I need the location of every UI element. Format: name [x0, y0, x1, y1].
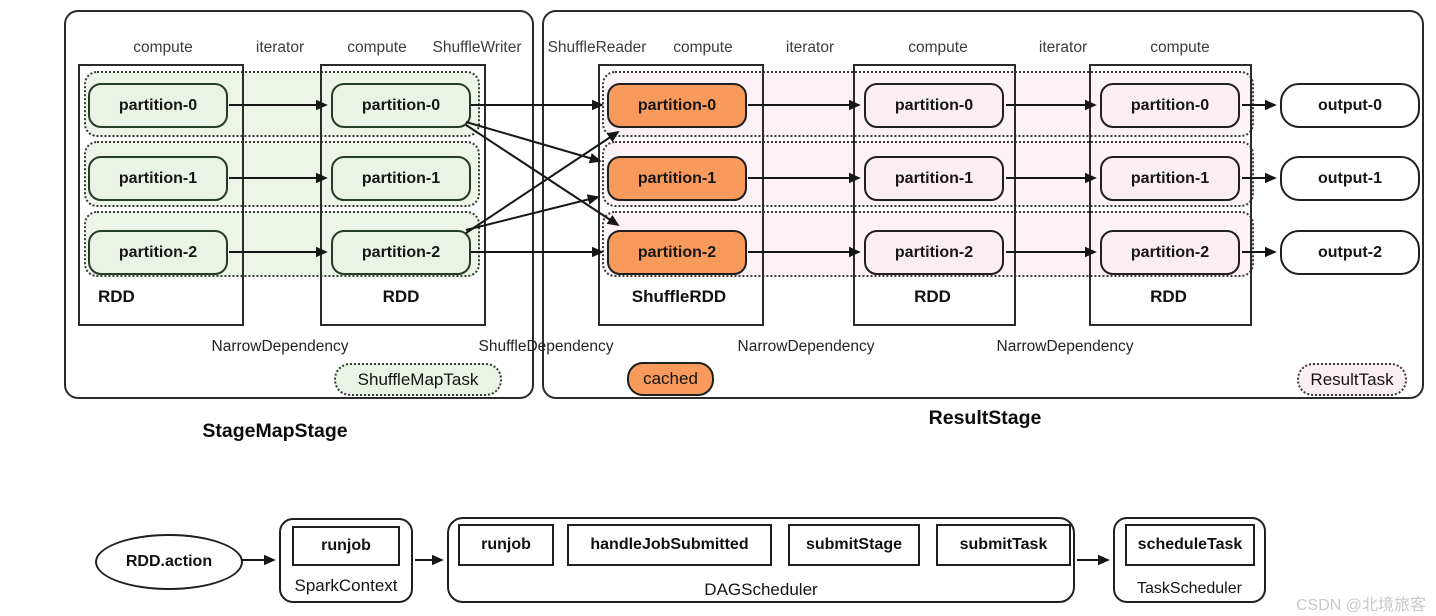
- dependency-label-narrow-2: NarrowDependency: [737, 338, 875, 355]
- dependency-label-shuffle: ShuffleDependency: [478, 338, 614, 355]
- cached-badge: cached: [627, 362, 714, 396]
- stage1-rdd2-partition-1: partition-1: [331, 156, 471, 201]
- shuffle-map-task-badge: ShuffleMapTask: [334, 363, 502, 396]
- spark-context-label: SparkContext: [294, 576, 398, 595]
- stage1-rdd2-partition-2: partition-2: [331, 230, 471, 275]
- dag-handle-job-submitted: handleJobSubmitted: [567, 524, 772, 566]
- stage1-rdd1-label: RDD: [98, 287, 135, 306]
- column-label-compute-5: compute: [1150, 39, 1210, 56]
- stage1-rdd2-label: RDD: [382, 287, 420, 306]
- task-scheduler-schedule-task: scheduleTask: [1125, 524, 1255, 566]
- stage2-rdd1-box: [853, 64, 1016, 326]
- column-label-compute-3: compute: [673, 39, 733, 56]
- stage-map-stage-title: StageMapStage: [202, 420, 348, 442]
- stage2-shufflerdd-label: ShuffleRDD: [631, 287, 727, 306]
- dependency-label-narrow-1: NarrowDependency: [211, 338, 349, 355]
- stage2-rdd1-partition-0: partition-0: [864, 83, 1004, 128]
- dag-submit-task: submitTask: [936, 524, 1071, 566]
- stage2-rdd2-box: [1089, 64, 1252, 326]
- stage2-shufflerdd-partition-1: partition-1: [607, 156, 747, 201]
- stage1-rdd1-partition-0: partition-0: [88, 83, 228, 128]
- dag-scheduler-label: DAGScheduler: [704, 580, 818, 599]
- stage1-rdd1-partition-1: partition-1: [88, 156, 228, 201]
- column-label-compute-1: compute: [133, 39, 193, 56]
- csdn-watermark: CSDN @北境旅客: [1296, 597, 1427, 614]
- stage2-rdd2-label: RDD: [1150, 287, 1187, 306]
- column-label-shufflewriter: ShuffleWriter: [432, 39, 522, 56]
- result-task-badge: ResultTask: [1297, 363, 1407, 396]
- dag-submit-stage: submitStage: [788, 524, 920, 566]
- column-label-shufflereader: ShuffleReader: [547, 39, 647, 56]
- stage1-rdd2-partition-0: partition-0: [331, 83, 471, 128]
- column-label-iterator-3: iterator: [1038, 39, 1088, 56]
- output-2: output-2: [1280, 230, 1420, 275]
- rdd-action-ellipse: RDD.action: [95, 534, 243, 590]
- column-label-iterator-1: iterator: [255, 39, 305, 56]
- stage2-rdd2-partition-2: partition-2: [1100, 230, 1240, 275]
- stage2-rdd1-label: RDD: [914, 287, 951, 306]
- column-label-compute-4: compute: [908, 39, 968, 56]
- spark-context-runjob: runjob: [292, 526, 400, 566]
- output-1: output-1: [1280, 156, 1420, 201]
- column-label-compute-2: compute: [347, 39, 407, 56]
- dependency-label-narrow-3: NarrowDependency: [996, 338, 1134, 355]
- stage2-rdd1-partition-2: partition-2: [864, 230, 1004, 275]
- task-scheduler-label: TaskScheduler: [1137, 580, 1242, 597]
- output-0: output-0: [1280, 83, 1420, 128]
- result-stage-title: ResultStage: [928, 407, 1042, 429]
- stage2-shufflerdd-partition-2: partition-2: [607, 230, 747, 275]
- column-label-iterator-2: iterator: [785, 39, 835, 56]
- stage2-rdd2-partition-1: partition-1: [1100, 156, 1240, 201]
- stage2-shufflerdd-partition-0: partition-0: [607, 83, 747, 128]
- stage2-rdd1-partition-1: partition-1: [864, 156, 1004, 201]
- stage1-rdd1-box: [78, 64, 244, 326]
- dag-runjob: runjob: [458, 524, 554, 566]
- stage1-rdd1-partition-2: partition-2: [88, 230, 228, 275]
- stage2-rdd2-partition-0: partition-0: [1100, 83, 1240, 128]
